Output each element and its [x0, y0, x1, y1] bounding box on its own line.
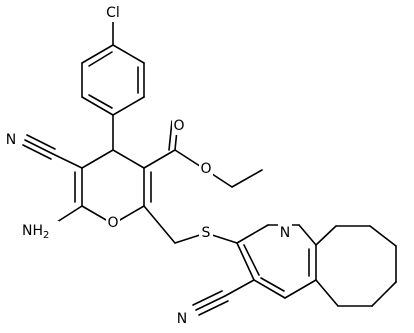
ring-oxygen-atom: O — [106, 214, 120, 232]
bond — [195, 295, 226, 311]
amine-label: NH2 — [22, 223, 49, 241]
pyridine-nitrogen-atom: N — [278, 224, 292, 242]
bond — [243, 244, 260, 276]
sulfur-atom: S — [199, 224, 213, 242]
bond — [143, 205, 176, 244]
bond — [298, 224, 317, 246]
bond — [88, 94, 113, 109]
bond — [260, 277, 285, 292]
bond — [88, 51, 113, 67]
bond — [231, 169, 263, 188]
bond — [112, 96, 145, 116]
bond — [198, 300, 229, 316]
bond — [26, 134, 56, 150]
atom-labels: Cl O O O N NH2 S N — [4, 4, 292, 328]
ring-oxygen-label: O — [107, 215, 118, 231]
chlorine-atom: Cl — [103, 4, 125, 22]
bond — [52, 153, 83, 169]
nitrile-nitrogen-left-label: N — [6, 132, 16, 148]
bond — [369, 225, 397, 247]
ester-oxygen-label: O — [200, 161, 211, 177]
carbonyl-oxygen-atom: O — [172, 118, 186, 135]
bond — [371, 281, 397, 307]
pyridine-nitrogen-label: N — [280, 225, 290, 241]
amine-group: NH2 — [19, 221, 59, 241]
bond — [56, 205, 83, 223]
bond — [112, 44, 145, 64]
bond — [81, 96, 114, 116]
amine-hydrogen: H — [32, 223, 43, 239]
bond — [143, 149, 176, 169]
amine-subscript: 2 — [43, 230, 49, 241]
bond — [236, 242, 255, 281]
bond — [24, 139, 54, 155]
bond — [112, 149, 145, 169]
bond — [315, 225, 337, 246]
bond — [81, 149, 114, 169]
nitrile-nitrogen-bottom-label: N — [177, 311, 187, 327]
sulfur-label: S — [202, 225, 211, 241]
bond — [192, 290, 223, 306]
bond — [236, 224, 269, 244]
nitrile-nitrogen-left-atom: N — [4, 132, 18, 149]
bond — [168, 120, 173, 151]
bond — [315, 279, 339, 307]
chlorine-label: Cl — [106, 5, 120, 21]
bond — [81, 44, 114, 64]
bonds — [22, 21, 397, 316]
nitrile-nitrogen-bottom-atom: N — [175, 310, 189, 328]
ester-oxygen-atom: O — [199, 161, 213, 178]
bond — [284, 279, 317, 299]
amine-prefix: N — [22, 223, 32, 239]
bond — [224, 279, 255, 297]
bond — [22, 144, 52, 160]
bond — [253, 279, 286, 299]
carbonyl-oxygen-label: O — [173, 118, 184, 134]
